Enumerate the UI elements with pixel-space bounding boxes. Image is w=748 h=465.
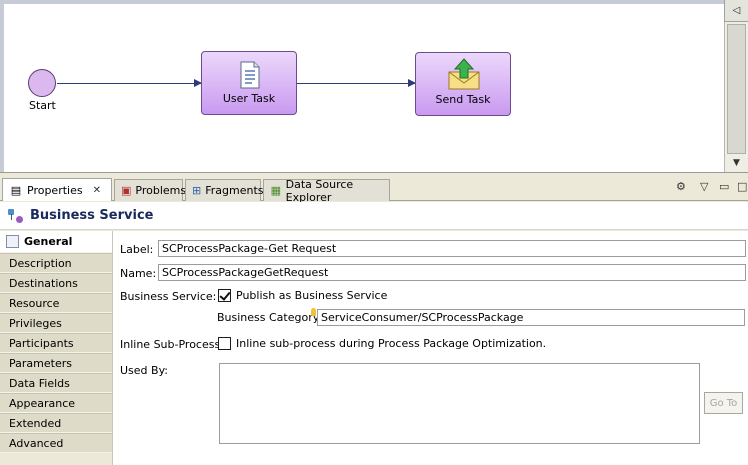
category-participants[interactable]: Participants	[0, 333, 112, 353]
business-service-label: Business Service:	[120, 290, 217, 303]
fragments-icon: ⊞	[192, 184, 202, 197]
category-appearance[interactable]: Appearance	[0, 393, 112, 413]
used-by-list[interactable]	[219, 363, 700, 444]
document-icon	[240, 61, 260, 89]
view-tab-bar: ▤ Properties ✕ ▣ Problems ⊞ Fragments ▦ …	[0, 177, 748, 204]
publish-business-service-row[interactable]: Publish as Business Service	[218, 289, 387, 302]
user-task[interactable]: User Task	[201, 51, 297, 115]
category-advanced[interactable]: Advanced	[0, 433, 112, 453]
tab-properties-label: Properties	[27, 183, 83, 197]
sequence-flow-user-task-to-send-task[interactable]	[297, 79, 416, 87]
general-icon	[6, 235, 19, 248]
view-menu-icon[interactable]: ▽	[700, 180, 709, 193]
scrollbar-thumb[interactable]	[727, 24, 746, 154]
properties-icon: ▤	[10, 183, 22, 197]
name-field-label: Name:	[120, 267, 157, 280]
canvas-left-border	[0, 0, 4, 172]
business-service-icon	[8, 208, 24, 224]
close-icon[interactable]: ✕	[92, 184, 101, 196]
inline-sub-process-row[interactable]: Inline sub-process during Process Packag…	[218, 337, 546, 350]
general-properties-form: Label: SCProcessPackage-Get Request Name…	[113, 231, 748, 465]
send-task[interactable]: Send Task	[415, 52, 511, 116]
category-description[interactable]: Description	[0, 253, 112, 273]
content-assist-bulb-icon	[311, 308, 316, 316]
category-label: General	[24, 234, 73, 248]
canvas-vertical-scrollbar[interactable]: ▲ ▼	[724, 0, 748, 172]
property-category-list: General Description Destinations Resourc…	[0, 231, 113, 465]
category-parameters[interactable]: Parameters	[0, 353, 112, 373]
tab-problems-label: Problems	[135, 184, 187, 197]
sequence-flow-start-to-user-task[interactable]	[57, 79, 202, 87]
go-to-button[interactable]: Go To	[704, 392, 743, 414]
maximize-icon[interactable]: □	[737, 180, 748, 193]
inline-sub-process-label: Inline Sub-Process:	[120, 338, 224, 351]
start-event[interactable]	[28, 69, 56, 97]
label-input[interactable]: SCProcessPackage-Get Request	[158, 240, 746, 257]
tab-data-source-explorer[interactable]: ▦ Data Source Explorer	[263, 177, 390, 204]
tab-fragments[interactable]: ⊞ Fragments	[185, 179, 264, 201]
inline-checkbox-label: Inline sub-process during Process Packag…	[236, 337, 547, 350]
publish-checkbox-label: Publish as Business Service	[236, 289, 388, 302]
start-event-label: Start	[29, 99, 56, 112]
pin-view-icon[interactable]: ⚙	[676, 180, 686, 193]
envelope-send-icon	[448, 58, 480, 90]
category-data-fields[interactable]: Data Fields	[0, 373, 112, 393]
category-destinations[interactable]: Destinations	[0, 273, 112, 293]
business-category-label: Business Category	[217, 311, 320, 324]
minimize-icon[interactable]: ▭	[719, 180, 730, 193]
send-task-label: Send Task	[435, 93, 491, 106]
scroll-down-arrow-icon[interactable]: ▼	[733, 158, 740, 168]
used-by-label: Used By:	[120, 364, 168, 377]
label-field-label: Label:	[120, 243, 154, 256]
category-privileges[interactable]: Privileges	[0, 313, 112, 333]
section-header: Business Service	[0, 202, 748, 230]
section-title: Business Service	[30, 208, 154, 223]
problems-icon: ▣	[121, 184, 132, 197]
name-input[interactable]: SCProcessPackageGetRequest	[158, 264, 746, 281]
canvas-top-border	[0, 0, 748, 4]
category-resource[interactable]: Resource	[0, 293, 112, 313]
business-category-input[interactable]: ServiceConsumer/SCProcessPackage	[317, 309, 745, 326]
palette-collapse-icon[interactable]: ◁	[724, 0, 748, 22]
tab-problems[interactable]: ▣ Problems	[114, 179, 187, 201]
user-task-label: User Task	[222, 92, 276, 105]
tab-data-source-explorer-label: Data Source Explorer	[285, 177, 354, 204]
inline-checkbox[interactable]	[218, 337, 231, 350]
publish-checkbox[interactable]	[218, 289, 231, 302]
data-source-icon: ▦	[270, 184, 282, 197]
category-extended[interactable]: Extended	[0, 413, 112, 433]
process-diagram-canvas[interactable]: Start User Task Send Task ▲ ▼ ◁	[0, 0, 748, 173]
category-general[interactable]: General	[0, 231, 112, 253]
tab-fragments-label: Fragments	[205, 184, 264, 197]
tab-properties[interactable]: ▤ Properties ✕	[2, 178, 112, 201]
